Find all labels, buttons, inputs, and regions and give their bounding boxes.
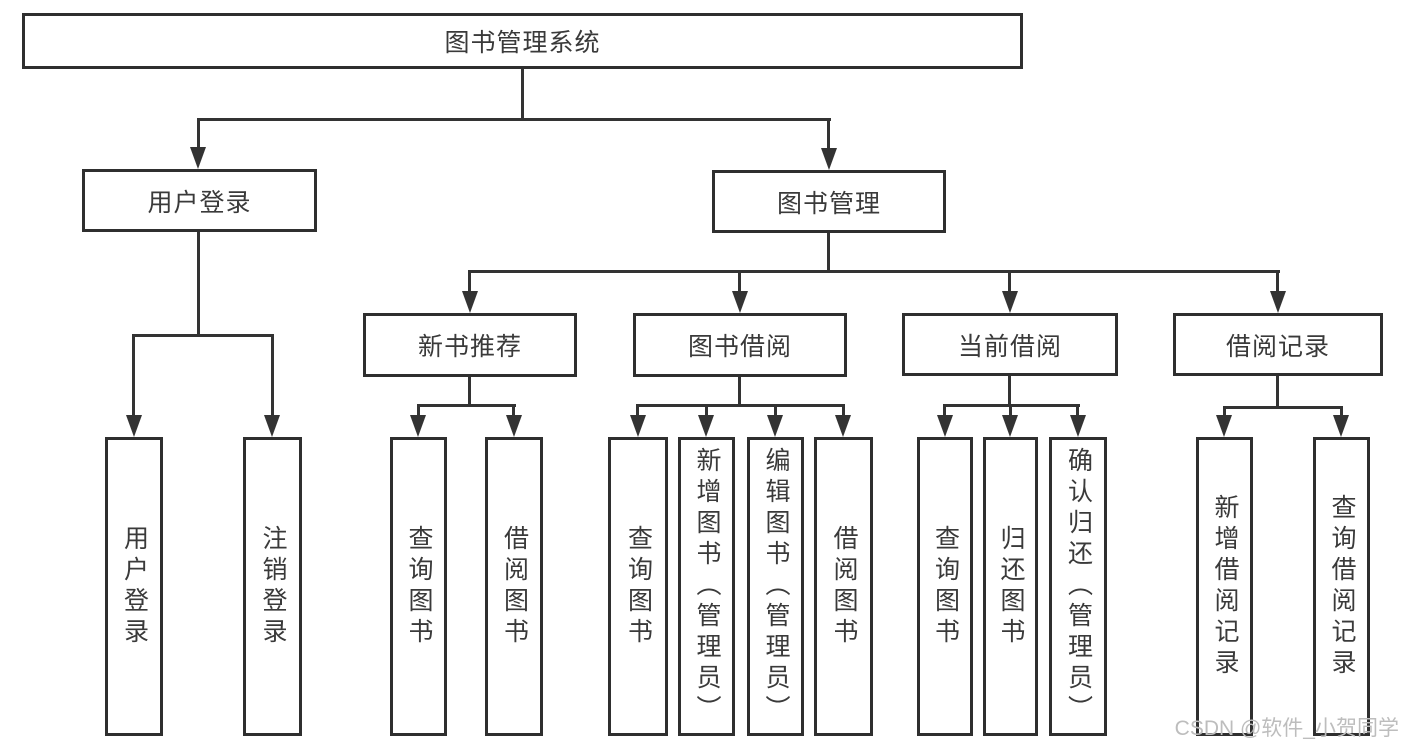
arrow-down-icon (506, 415, 522, 437)
leaf-borrow-books-recommend: 借阅图书 (485, 437, 543, 736)
connector-leaf-drop (636, 404, 639, 423)
connector-leaf-drop (943, 404, 946, 423)
connector-book-borrow-drop (738, 270, 741, 295)
connector-leaf-drop (1076, 404, 1079, 423)
leaf-query-borrow-record: 查询借阅记录 (1313, 437, 1370, 736)
arrow-down-icon (1070, 415, 1086, 437)
node-new-book-recommendation: 新书推荐 (363, 313, 577, 377)
connector-logout-drop (271, 334, 274, 423)
node-current-borrowing: 当前借阅 (902, 313, 1118, 376)
connector-book-mgmt-drop (827, 118, 830, 150)
arrow-down-icon (264, 415, 280, 437)
arrow-down-icon (1216, 415, 1232, 437)
leaf-query-books-borrow: 查询图书 (608, 437, 668, 736)
arrow-down-icon (190, 147, 206, 169)
connector-book-mgmt-stem (827, 233, 830, 273)
leaf-add-books-admin: 新增图书（管理员） (678, 437, 735, 736)
connector-borrow-records-branch (1223, 406, 1343, 409)
arrow-down-icon (1333, 415, 1349, 437)
connector-borrow-records-drop (1276, 270, 1279, 295)
leaf-user-login: 用户登录 (105, 437, 163, 736)
connector-leaf-drop (705, 404, 708, 423)
leaf-query-books-recommend: 查询图书 (390, 437, 447, 736)
connector-login-drop (132, 334, 135, 423)
connector-leaf-drop (512, 404, 515, 423)
connector-leaf-drop (1009, 404, 1012, 423)
node-borrowing-records: 借阅记录 (1173, 313, 1383, 376)
leaf-borrow-books: 借阅图书 (814, 437, 873, 736)
connector-new-books-drop (468, 270, 471, 295)
connector-level3-branch (468, 270, 1280, 273)
connector-leaf-drop (1223, 406, 1226, 423)
node-book-borrowing: 图书借阅 (633, 313, 847, 377)
leaf-return-books: 归还图书 (983, 437, 1038, 736)
connector-leaf-drop (842, 404, 845, 423)
connector-current-borrow-stem (1008, 376, 1011, 407)
connector-book-borrow-branch (636, 404, 845, 407)
connector-user-login-stem (197, 232, 200, 337)
node-library-management-system: 图书管理系统 (22, 13, 1023, 69)
arrow-down-icon (126, 415, 142, 437)
connector-user-login-drop (197, 118, 200, 150)
arrow-down-icon (821, 148, 837, 170)
node-user-login: 用户登录 (82, 169, 317, 232)
arrow-down-icon (937, 415, 953, 437)
arrow-down-icon (1270, 291, 1286, 313)
csdn-watermark: CSDN @软件_小贺同学 (1174, 717, 1399, 740)
arrow-down-icon (410, 415, 426, 437)
leaf-logout: 注销登录 (243, 437, 302, 736)
arrow-down-icon (1002, 415, 1018, 437)
connector-new-books-branch (417, 404, 516, 407)
connector-leaf-drop (417, 404, 420, 423)
leaf-add-borrow-record: 新增借阅记录 (1196, 437, 1253, 736)
arrow-down-icon (698, 415, 714, 437)
arrow-down-icon (1002, 291, 1018, 313)
leaf-confirm-return-admin: 确认归还（管理员） (1049, 437, 1107, 736)
leaf-query-books-current: 查询图书 (917, 437, 973, 736)
connector-book-borrow-stem (738, 377, 741, 407)
arrow-down-icon (732, 291, 748, 313)
leaf-edit-books-admin: 编辑图书（管理员） (747, 437, 804, 736)
arrow-down-icon (630, 415, 646, 437)
connector-root-stem (521, 69, 524, 121)
connector-user-login-branch (132, 334, 274, 337)
connector-level2-branch (197, 118, 831, 121)
arrow-down-icon (835, 415, 851, 437)
connector-leaf-drop (774, 404, 777, 423)
connector-current-borrow-drop (1008, 270, 1011, 295)
connector-leaf-drop (1340, 406, 1343, 423)
connector-borrow-records-stem (1276, 376, 1279, 409)
arrow-down-icon (767, 415, 783, 437)
connector-new-books-stem (468, 377, 471, 407)
arrow-down-icon (462, 291, 478, 313)
node-book-management: 图书管理 (712, 170, 946, 233)
